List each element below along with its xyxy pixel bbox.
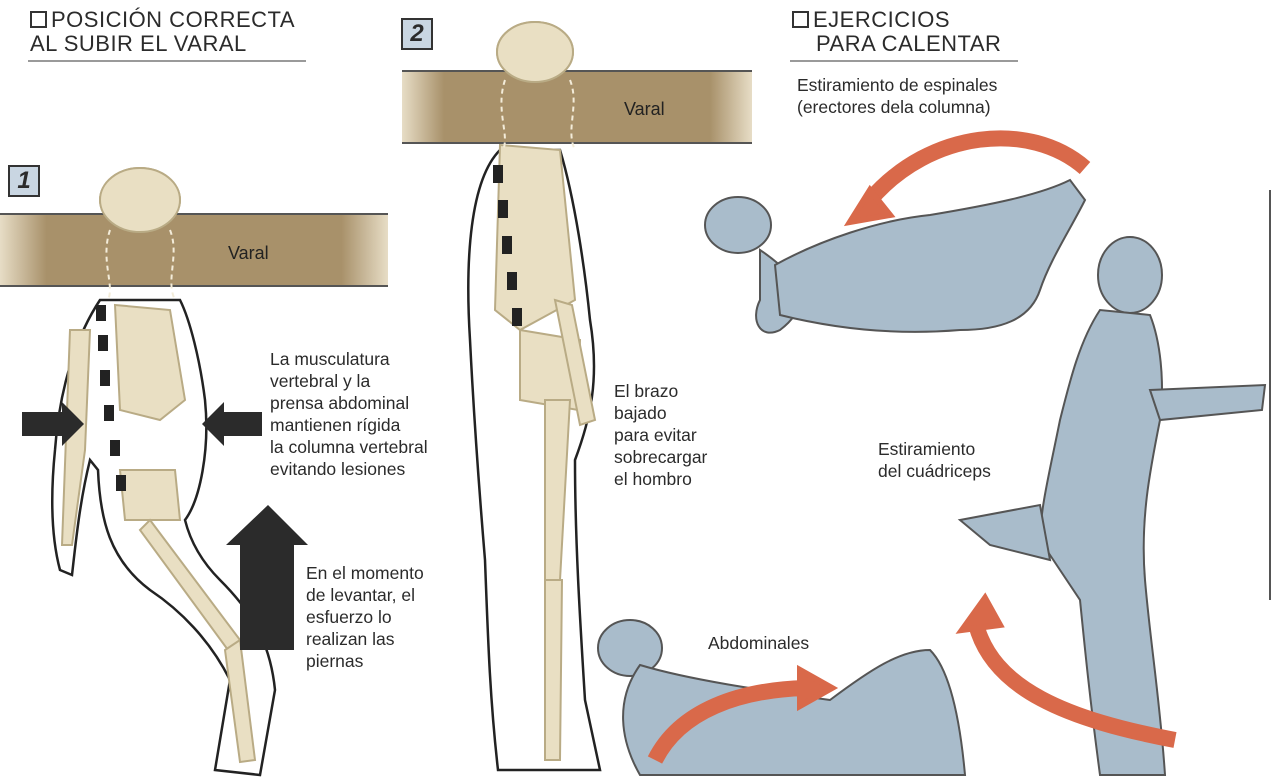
push-arrow-left-icon <box>202 402 262 446</box>
neck-dashes-1 <box>105 229 176 301</box>
label-quad-stretch: Estiramiento del cuádriceps <box>878 439 991 481</box>
heading-posicion: POSICIÓN CORRECTA AL SUBIR EL VARAL <box>30 7 296 56</box>
neck-dashes-2 <box>500 79 576 151</box>
arrowhead-spinal-icon <box>843 184 896 227</box>
label-spinal-stretch: Estiramiento de espinales (erectores del… <box>797 75 998 117</box>
lift-arrow-up-icon <box>226 505 308 650</box>
head-2 <box>496 21 574 83</box>
note-muscles: La musculatura vertebral y la prensa abd… <box>270 349 428 479</box>
head-1 <box>99 167 181 233</box>
checkbox-icon <box>792 11 809 28</box>
label-abdominales: Abdominales <box>708 633 810 653</box>
varal-label-1: Varal <box>228 243 269 263</box>
step-number-2: 2 <box>401 18 433 50</box>
figure-1-skeleton <box>60 167 257 764</box>
curve-arrow-abs-icon <box>647 680 806 764</box>
step-number-1: 1 <box>8 165 40 197</box>
note-arm: El brazo bajado para evitar sobrecargar … <box>614 381 708 489</box>
heading-rule-right <box>790 60 1018 62</box>
curve-arrow-quad-icon <box>967 618 1177 748</box>
note-legs: En el momento de levantar, el esfuerzo l… <box>306 563 424 671</box>
arrowhead-abs-icon <box>797 664 839 712</box>
curve-arrow-spinal-icon <box>863 130 1091 206</box>
exercise-spinal-figure <box>704 178 1087 334</box>
varal-bar-1 <box>0 213 388 287</box>
varal-bar-2 <box>402 70 752 144</box>
exercise-abs-figure <box>597 619 967 776</box>
checkbox-icon <box>30 11 47 28</box>
push-arrow-right-icon <box>22 402 84 446</box>
varal-label-2: Varal <box>624 99 665 119</box>
heading-rule-left <box>28 60 306 62</box>
figure-1-vertebrae <box>96 305 126 491</box>
exercise-quad-figure <box>957 236 1267 776</box>
figure-2-vertebrae <box>493 165 522 326</box>
arrowhead-quad-icon <box>955 592 1005 634</box>
heading-ejercicios: EJERCICIOS PARA CALENTAR <box>792 8 1001 56</box>
